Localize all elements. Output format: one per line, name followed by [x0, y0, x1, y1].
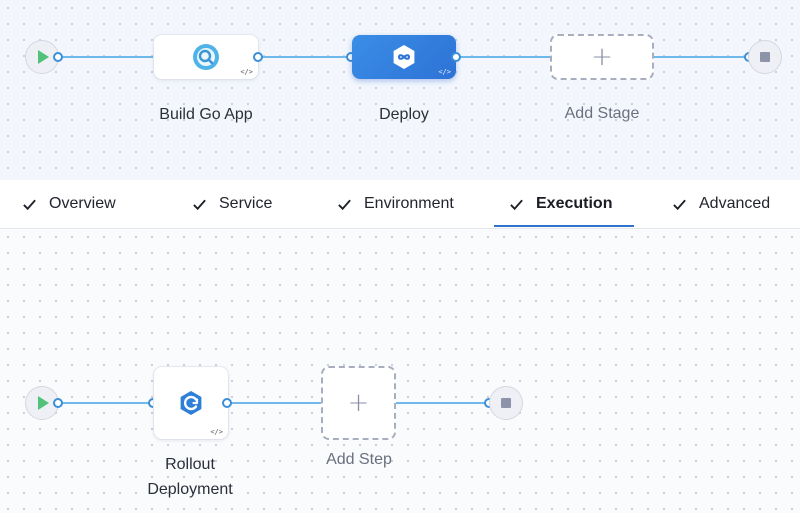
- stage-label: Add Stage: [564, 105, 640, 122]
- add-step-button[interactable]: +: [321, 366, 396, 440]
- plus-icon: +: [347, 388, 370, 418]
- check-icon: [510, 199, 523, 210]
- connector-line: [654, 56, 750, 58]
- connector-port[interactable]: [53, 52, 63, 62]
- play-icon: [38, 50, 49, 64]
- connector-line: [58, 402, 154, 404]
- connector-port[interactable]: [53, 398, 63, 408]
- connector-line: [394, 402, 490, 404]
- tab-environment[interactable]: Environment: [337, 180, 454, 228]
- stage-label: Build Go App: [159, 106, 253, 123]
- connector-line: [456, 56, 552, 58]
- connector-port[interactable]: [451, 52, 461, 62]
- tab-label: Advanced: [699, 195, 771, 212]
- tab-overview[interactable]: Overview: [22, 180, 116, 228]
- check-icon: [23, 199, 36, 210]
- step-label: Rollout Deployment: [120, 452, 260, 502]
- play-icon: [38, 396, 49, 410]
- yaml-code-icon: </>: [240, 68, 253, 76]
- add-stage-button[interactable]: +: [550, 34, 654, 80]
- stage-label: Deploy: [379, 106, 429, 123]
- stop-icon: [760, 52, 770, 62]
- step-label-line: Rollout: [165, 456, 215, 473]
- plus-icon: +: [591, 42, 613, 72]
- stage-deploy[interactable]: </>: [352, 35, 456, 79]
- active-tab-indicator: [494, 225, 634, 227]
- connector-line: [58, 56, 154, 58]
- execution-canvas: </> + Rollout Deployment Add Step: [0, 229, 800, 513]
- yaml-code-icon: </>: [210, 428, 223, 436]
- step-label-line: Deployment: [147, 481, 233, 498]
- pipeline-end-node: [748, 40, 782, 74]
- connector-line: [258, 56, 354, 58]
- tab-advanced[interactable]: Advanced: [672, 180, 770, 228]
- execution-end-node: [489, 386, 523, 420]
- tab-service[interactable]: Service: [192, 180, 272, 228]
- cd-deploy-icon: [393, 45, 415, 69]
- connector-port[interactable]: [222, 398, 232, 408]
- check-icon: [338, 199, 351, 210]
- connector-port[interactable]: [253, 52, 263, 62]
- check-icon: [673, 199, 686, 210]
- check-icon: [193, 199, 206, 210]
- yaml-code-icon: </>: [438, 68, 451, 76]
- pipeline-canvas: </> </> + Build Go App Deploy Add Stage: [0, 0, 800, 180]
- ci-build-icon: [193, 44, 219, 70]
- tab-label: Environment: [364, 195, 454, 212]
- tab-label: Service: [219, 195, 273, 212]
- stop-icon: [501, 398, 511, 408]
- connector-line: [228, 402, 324, 404]
- step-rollout-deployment[interactable]: </>: [154, 367, 228, 439]
- tab-execution[interactable]: Execution: [509, 180, 612, 228]
- rollout-icon: [180, 391, 202, 415]
- stage-build-go-app[interactable]: </>: [154, 35, 258, 79]
- step-label: Add Step: [326, 451, 392, 468]
- stage-tabs: Overview Service Environment Execution A…: [0, 180, 800, 229]
- tab-label: Overview: [49, 195, 116, 212]
- tab-label: Execution: [536, 195, 613, 212]
